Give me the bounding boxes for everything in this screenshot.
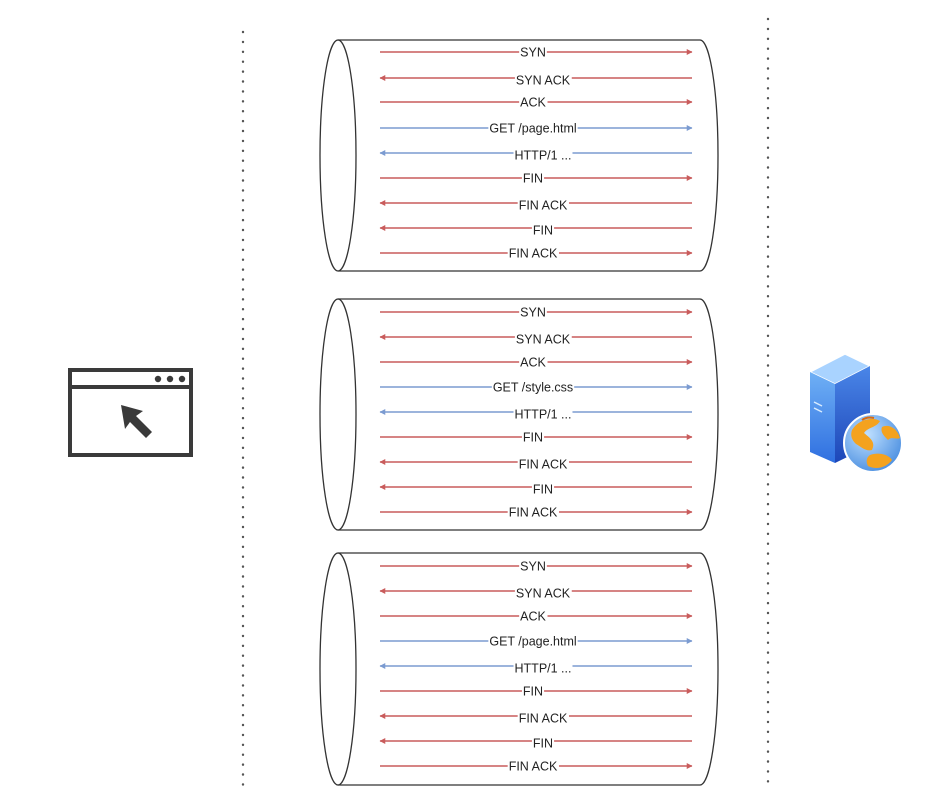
label-background [519,100,548,104]
message-http: GET /page.html [380,122,693,136]
cylinder-body [338,39,719,272]
server-globe-icon [808,353,903,473]
message-label: FIN [533,737,553,751]
message-tcp: FIN [380,431,693,445]
message-tcp: FIN [379,224,692,238]
message-label: SYN [520,306,546,320]
label-background [514,589,572,593]
label-background [514,76,572,80]
message-label: FIN ACK [519,458,568,472]
message-tcp: FIN ACK [380,506,693,520]
message-tcp: ACK [380,610,693,624]
label-background [491,385,575,389]
label-background [517,201,569,205]
message-tcp: FIN [379,737,692,751]
message-tcp: ACK [380,356,693,370]
label-background [519,360,548,364]
label-background [514,335,572,339]
label-background [513,664,573,668]
message-tcp: FIN ACK [379,712,692,726]
message-tcp: SYN [380,306,693,320]
message-label: SYN ACK [516,587,571,601]
message-http: HTTP/1 ... [379,662,692,676]
message-label: HTTP/1 ... [515,662,572,676]
message-label: FIN [533,224,553,238]
label-background [517,714,569,718]
label-background [513,151,573,155]
message-label: FIN [523,431,543,445]
message-label: HTTP/1 ... [515,149,572,163]
message-tcp: FIN ACK [379,199,692,213]
message-tcp: SYN [380,46,693,60]
message-label: SYN [520,560,546,574]
message-tcp: ACK [380,96,693,110]
message-label: ACK [520,610,546,624]
message-tcp: SYN ACK [379,333,692,347]
message-tcp: SYN ACK [379,587,692,601]
label-background [507,251,559,255]
message-label: GET /style.css [493,381,573,395]
message-http: GET /page.html [380,635,693,649]
cylinder-body [338,298,719,531]
label-background [507,764,559,768]
message-label: FIN ACK [519,712,568,726]
message-label: FIN ACK [509,247,558,261]
label-background [519,614,548,618]
message-label: FIN ACK [509,506,558,520]
message-http: HTTP/1 ... [379,149,692,163]
message-label: GET /page.html [489,635,576,649]
message-tcp: FIN [379,483,692,497]
browser-window-cursor-icon [68,368,193,457]
message-label: SYN ACK [516,74,571,88]
message-label: ACK [520,96,546,110]
label-background [521,689,545,693]
label-background [507,510,559,514]
message-label: FIN [523,685,543,699]
message-http: GET /style.css [380,381,693,395]
message-label: SYN [520,46,546,60]
label-background [521,435,545,439]
connection-cylinder [319,298,719,531]
message-label: SYN ACK [516,333,571,347]
label-background [488,639,578,643]
message-label: FIN ACK [519,199,568,213]
message-label: ACK [520,356,546,370]
cylinder-end [319,552,357,786]
cylinder-end [319,39,357,272]
message-tcp: SYN ACK [379,74,692,88]
message-label: GET /page.html [489,122,576,136]
message-label: FIN [523,172,543,186]
message-tcp: FIN ACK [380,247,693,261]
label-background [488,126,578,130]
message-tcp: FIN ACK [379,458,692,472]
label-background [521,176,545,180]
cylinder-body [338,552,719,786]
message-label: FIN ACK [509,760,558,774]
label-background [531,739,555,743]
connection-cylinder [319,39,719,272]
message-tcp: FIN [380,172,693,186]
label-background [513,410,573,414]
message-label: HTTP/1 ... [515,408,572,422]
message-tcp: FIN ACK [380,760,693,774]
label-background [519,310,547,314]
message-tcp: FIN [380,685,693,699]
label-background [517,460,569,464]
message-tcp: SYN [380,560,693,574]
message-label: FIN [533,483,553,497]
cylinder-end [319,298,357,531]
label-background [519,564,547,568]
message-http: HTTP/1 ... [379,408,692,422]
label-background [531,226,555,230]
label-background [531,485,555,489]
connection-cylinder [319,552,719,786]
label-background [519,50,547,54]
